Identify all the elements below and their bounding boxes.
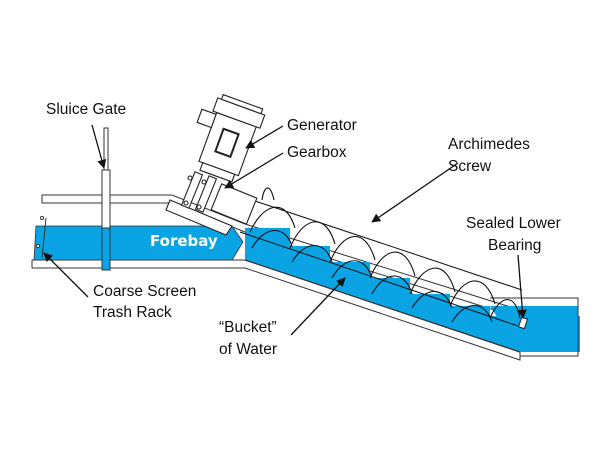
label-archimedes-line2: Screw [448,158,492,175]
tailrace [490,297,579,357]
label-forebay: Forebay [150,232,218,250]
arrow-sluice-gate [91,124,107,169]
arrow-bucket [290,277,346,336]
gearbox [165,171,258,236]
label-archimedes-line1: Archimedes [448,136,530,153]
label-generator: Generator [287,117,357,134]
label-gearbox: Gearbox [287,144,347,161]
leader-arrows [43,124,527,336]
label-bucket-line2: of Water [219,341,277,358]
sluice-gate [101,127,111,271]
label-trash-rack-line1: Coarse Screen [93,283,197,300]
coarse-screen-trash-rack [35,215,47,259]
generator [196,93,266,183]
forebay-water [33,225,244,261]
arrow-trash-rack [43,252,89,298]
label-sealed-bearing-line2: Bearing [488,237,542,254]
arrow-sealed-bearing [517,254,527,319]
label-bucket-line1: “Bucket” [219,319,277,336]
arrow-gearbox [224,152,284,189]
arrow-generator [245,125,284,149]
archimedes-screw [239,187,523,327]
label-sluice-gate: Sluice Gate [46,101,127,118]
label-trash-rack-line2: Trash Rack [93,304,172,321]
label-sealed-bearing-line1: Sealed Lower [466,215,561,232]
arrow-archimedes-screw [371,162,459,223]
chute-water [244,228,580,353]
